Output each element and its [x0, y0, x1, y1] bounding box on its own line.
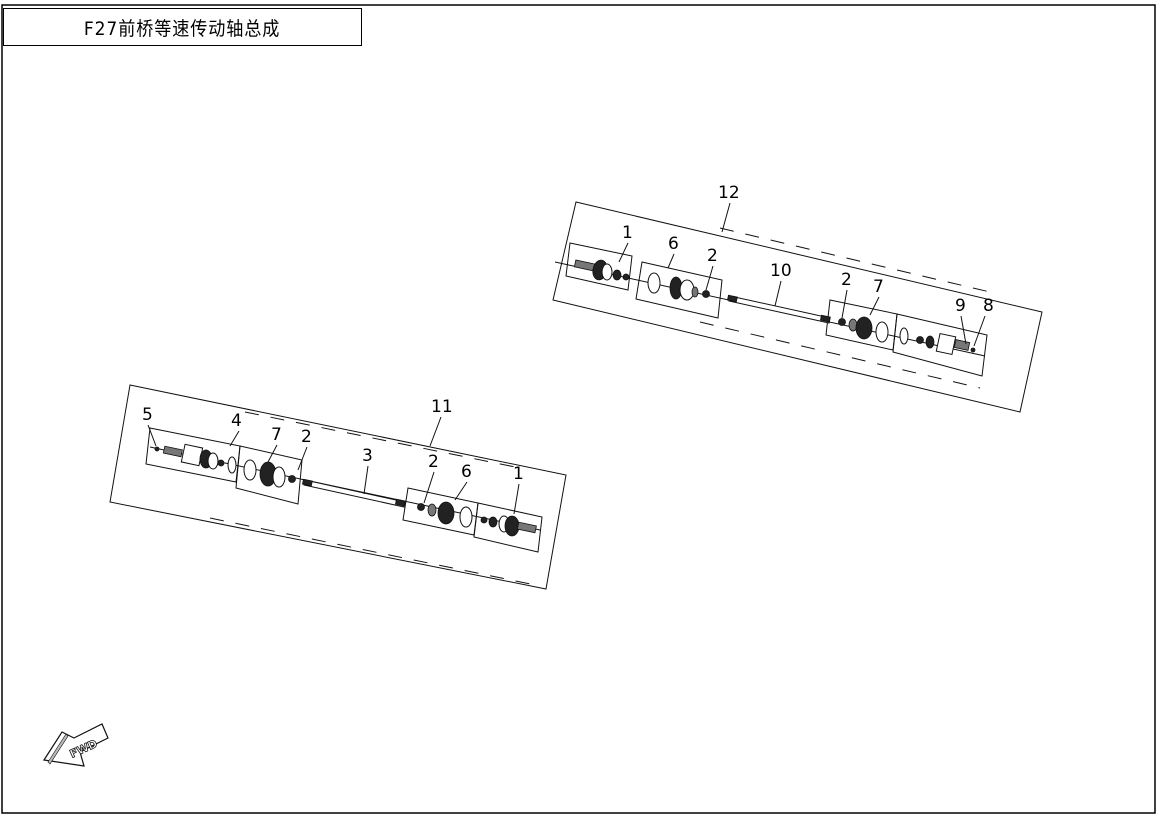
callout-12-2b: 2: [841, 270, 852, 290]
assembly-11-right-boot-kit: [417, 501, 473, 528]
assembly-12-dash-top: [719, 227, 991, 293]
callout-11-2a: 2: [301, 427, 312, 447]
assembly-11: 11 5 4 7 2 3 2 6 1: [109, 384, 567, 590]
callout-11-2b: 2: [428, 452, 439, 472]
assembly-11-left-boot-kit: [243, 459, 296, 488]
page-title: F27前桥等速传动轴总成: [84, 17, 281, 40]
assembly-11-subbox-boot-left: [235, 445, 303, 505]
assembly-11-subbox-left: [145, 427, 241, 483]
callout-11-7: 7: [271, 425, 282, 445]
assembly-11-dash-top: [244, 411, 521, 469]
assembly-12-label: 12: [718, 183, 740, 203]
assembly-12-right-boot-kit: [838, 316, 889, 343]
assembly-11-half-shaft: [301, 478, 406, 508]
callout-12-2a: 2: [707, 246, 718, 266]
callout-11-1: 1: [513, 464, 524, 484]
assembly-12-subbox-left: [565, 242, 633, 291]
assembly-11-outer-cv-joint: [480, 515, 537, 537]
assembly-11-dash-bottom: [209, 517, 541, 587]
callout-4: 4: [231, 411, 242, 431]
callout-12-6: 6: [668, 234, 679, 254]
assembly-12-subbox-boot: [635, 261, 723, 319]
callout-12-1: 1: [622, 223, 633, 243]
assembly-11-inner-cv-joint: [154, 443, 237, 474]
assembly-12-boot-kit: [647, 272, 710, 301]
assembly-12-half-shaft: [726, 294, 831, 324]
callout-12-7: 7: [873, 277, 884, 297]
callout-9: 9: [955, 296, 966, 316]
assembly-12: 12 1 6 2 10 2 7 9 8: [552, 183, 1043, 413]
assembly-12-dash-bottom: [699, 321, 981, 389]
assembly-12-outline: [552, 201, 1043, 413]
outer-border: [1, 4, 1156, 814]
callout-3: 3: [362, 446, 373, 466]
assembly-12-outer-cv-joint: [573, 259, 630, 281]
callout-10: 10: [770, 261, 792, 281]
callout-5: 5: [142, 405, 153, 425]
title-box: F27前桥等速传动轴总成: [3, 8, 362, 46]
fwd-arrow-icon: FWD: [42, 723, 109, 767]
assembly-12-inner-cv-joint: [899, 327, 976, 356]
callout-8: 8: [983, 296, 994, 316]
callout-11-6: 6: [461, 462, 472, 482]
assembly-11-outline: [109, 384, 567, 590]
assembly-11-label: 11: [431, 397, 453, 417]
assembly-12-subbox-right: [892, 313, 988, 377]
assembly-11-subbox-right: [473, 502, 543, 553]
